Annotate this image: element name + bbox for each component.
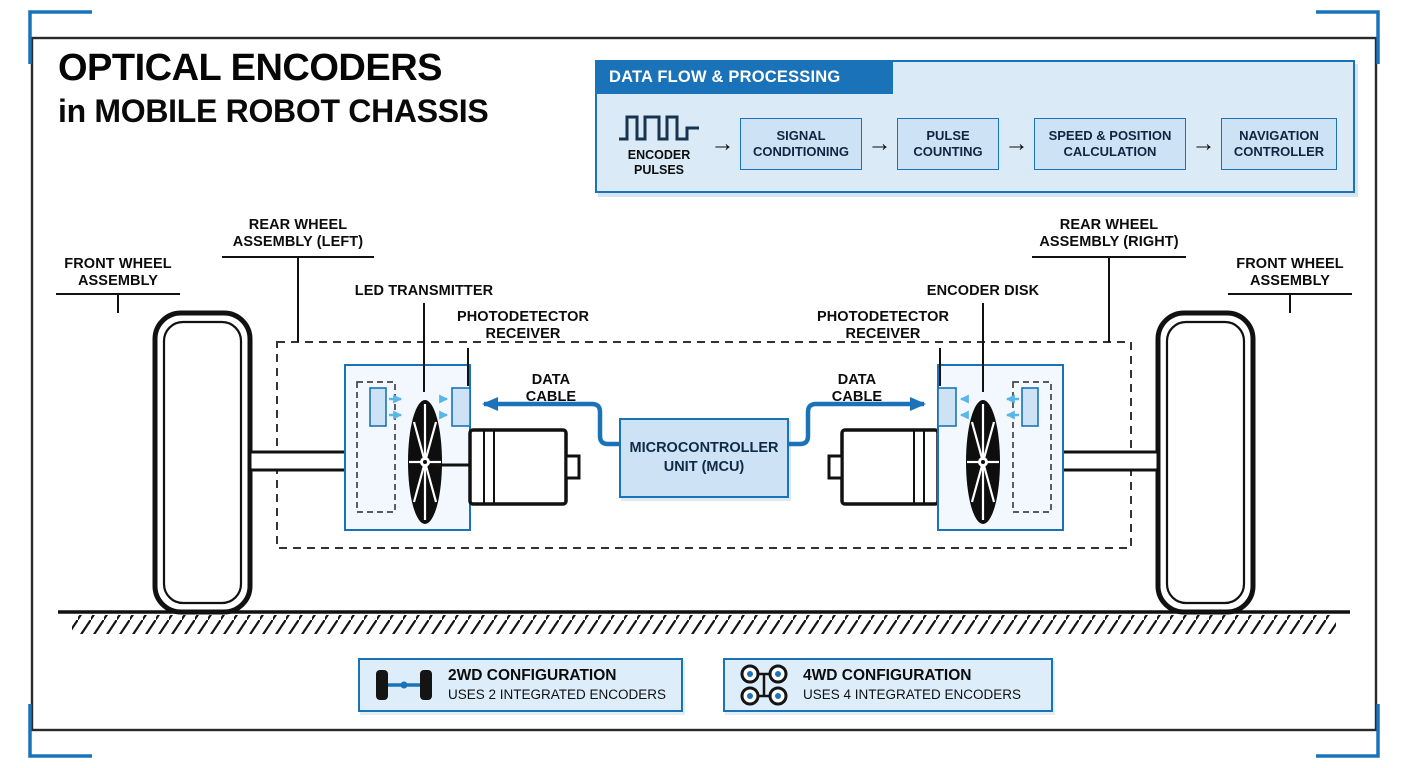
data-cable-left-shape — [482, 397, 619, 447]
label-photodetector-left: PHOTODETECTOR RECEIVER — [456, 309, 590, 342]
legend-4wd-title: 4WD CONFIGURATION — [803, 667, 972, 685]
poster-title-block: OPTICAL ENCODERS in MOBILE ROBOT CHASSIS — [58, 47, 489, 130]
encoder-disk-right-shape — [966, 400, 1000, 524]
dataflow-header: DATA FLOW & PROCESSING — [595, 60, 893, 94]
mcu-label: MICROCONTROLLER UNIT (MCU) — [629, 440, 779, 475]
label-front-wheel-left: FRONT WHEEL ASSEMBLY — [64, 256, 172, 289]
encoder-assembly-left — [344, 364, 471, 531]
flow-arrow-icon: → — [1004, 129, 1029, 157]
data-cable-right-shape — [789, 397, 926, 447]
corner-brackets-icon — [28, 10, 1380, 758]
label-front-wheel-right: FRONT WHEEL ASSEMBLY — [1236, 256, 1344, 289]
flow-step-speed-position: SPEED & POSITION CALCULATION — [1034, 117, 1186, 170]
flow-arrow-icon: → — [710, 129, 735, 157]
flow-arrow-icon: → — [867, 129, 892, 157]
led-transmitter-shape — [369, 387, 387, 427]
legend-2wd-title: 2WD CONFIGURATION — [448, 667, 617, 685]
legend-2wd-subtitle: USES 2 INTEGRATED ENCODERS — [448, 686, 667, 702]
4wd-icon — [740, 664, 788, 706]
label-data-cable-left: DATA CABLE — [525, 372, 577, 405]
label-data-cable-right: DATA CABLE — [831, 372, 883, 405]
ground-line — [58, 610, 1350, 634]
label-rear-wheel-left: REAR WHEEL ASSEMBLY (LEFT) — [232, 217, 364, 250]
label-photodetector-right: PHOTODETECTOR RECEIVER — [816, 309, 950, 342]
motor-left-shape — [434, 428, 581, 506]
mcu-box: MICROCONTROLLER UNIT (MCU) — [619, 418, 789, 498]
led-transmitter-right-shape — [1021, 387, 1039, 427]
light-beam-arrows-right — [959, 394, 1019, 420]
pulse-waveform-icon — [619, 115, 699, 141]
encoder-pulses-label: ENCODER PULSES — [627, 148, 691, 177]
legend-4wd-text: 4WD CONFIGURATION USES 4 INTEGRATED ENCO… — [803, 667, 1021, 703]
legend-4wd: 4WD CONFIGURATION USES 4 INTEGRATED ENCO… — [723, 658, 1053, 712]
chassis-dashed-outline — [276, 341, 1132, 549]
legend-2wd: 2WD CONFIGURATION USES 2 INTEGRATED ENCO… — [358, 658, 683, 712]
dataflow-panel: DATA FLOW & PROCESSING ENCODER PULSES → … — [595, 60, 1355, 193]
flow-step-signal-conditioning: SIGNAL CONDITIONING — [740, 117, 862, 170]
title-line2: in MOBILE ROBOT CHASSIS — [58, 92, 489, 129]
photodetector-right-shape — [937, 387, 957, 427]
axle-right — [1060, 450, 1160, 472]
label-led-transmitter: LED TRANSMITTER — [354, 283, 494, 299]
light-beam-arrows-left — [389, 394, 449, 420]
label-encoder-disk: ENCODER DISK — [926, 283, 1040, 299]
encoder-disk-left-shape — [408, 400, 442, 524]
title-line1: OPTICAL ENCODERS — [58, 47, 443, 89]
frame-border — [30, 36, 1378, 732]
front-wheel-left-shape — [152, 310, 253, 615]
label-rear-wheel-right: REAR WHEEL ASSEMBLY (RIGHT) — [1039, 217, 1179, 250]
encoder-pulses-source: ENCODER PULSES — [613, 110, 705, 177]
flow-arrow-icon: → — [1191, 129, 1216, 157]
flow-step-navigation-controller: NAVIGATION CONTROLLER — [1221, 117, 1337, 170]
encoder-assembly-right — [937, 364, 1064, 531]
label-leader-lines — [56, 256, 1352, 392]
front-wheel-right-shape — [1155, 310, 1256, 615]
legend-2wd-text: 2WD CONFIGURATION USES 2 INTEGRATED ENCO… — [448, 667, 666, 703]
flow-step-pulse-counting: PULSE COUNTING — [897, 117, 999, 170]
legend-4wd-subtitle: USES 4 INTEGRATED ENCODERS — [803, 686, 1022, 702]
axle-left — [248, 450, 348, 472]
2wd-icon — [376, 670, 432, 700]
dataflow-row: ENCODER PULSES → SIGNAL CONDITIONING → P… — [597, 96, 1353, 191]
ground-hatch — [72, 615, 1336, 634]
photodetector-left-shape — [451, 387, 471, 427]
